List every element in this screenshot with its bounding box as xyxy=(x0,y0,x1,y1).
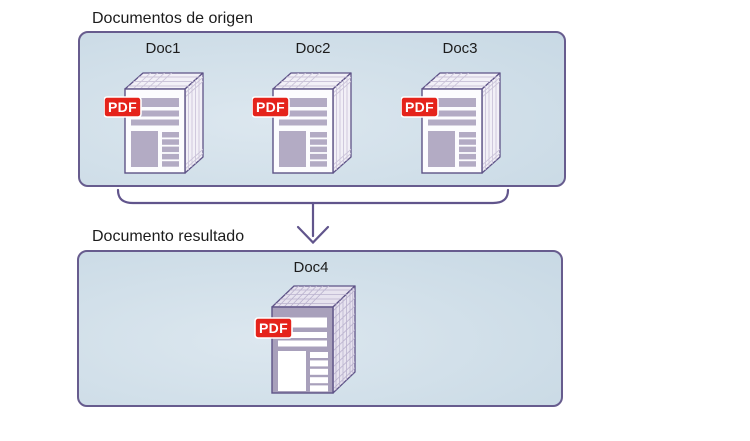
doc2-label: Doc2 xyxy=(295,40,331,57)
pdf-badge-label: PDF xyxy=(108,99,137,115)
doc1-label: Doc1 xyxy=(145,40,181,57)
doc1-pdf-document-icon: PDF xyxy=(104,72,204,174)
merge-brace xyxy=(116,188,510,205)
page-stack-grid-side xyxy=(333,286,355,393)
page-stack-side-face xyxy=(332,72,352,174)
page-stack-grid-top xyxy=(272,286,355,307)
doc3-label: Doc3 xyxy=(442,40,478,57)
pdf-badge: PDF xyxy=(401,96,439,118)
result-section-title: Documento resultado xyxy=(92,228,245,245)
source-section-title: Documentos de origen xyxy=(92,10,253,27)
document-content-bars xyxy=(131,98,179,167)
pdf-badge: PDF xyxy=(254,317,293,339)
arrow-down-icon xyxy=(296,225,330,245)
doc4-label: Doc4 xyxy=(293,259,329,276)
pdf-badge-background xyxy=(252,96,290,118)
document-content-bars xyxy=(279,98,327,167)
document-content-bars xyxy=(428,98,476,167)
page-stack-side-face xyxy=(481,72,501,174)
doc2-pdf-document-icon: PDF xyxy=(252,72,352,174)
page-stack-grid-top xyxy=(273,73,351,89)
page-stack-grid-side xyxy=(482,73,500,173)
doc4-pdf-document-icon: PDF xyxy=(254,285,356,394)
pdf-badge-background xyxy=(401,96,439,118)
page-stack-grid-side xyxy=(333,73,351,173)
pdf-badge: PDF xyxy=(252,96,290,118)
pdf-badge-background xyxy=(254,317,293,339)
page-stack-grid-top xyxy=(422,73,500,89)
page-stack-grid-side xyxy=(185,73,203,173)
pdf-badge-label: PDF xyxy=(256,99,285,115)
page-stack-grid-top xyxy=(125,73,203,89)
pdf-badge-background xyxy=(104,96,142,118)
pdf-badge: PDF xyxy=(104,96,142,118)
pdf-badge-label: PDF xyxy=(259,320,288,336)
page-stack-side-face xyxy=(184,72,204,174)
merge-connector xyxy=(116,188,510,245)
pdf-badge-label: PDF xyxy=(405,99,434,115)
doc3-pdf-document-icon: PDF xyxy=(401,72,501,174)
document-content-bars xyxy=(278,317,328,392)
